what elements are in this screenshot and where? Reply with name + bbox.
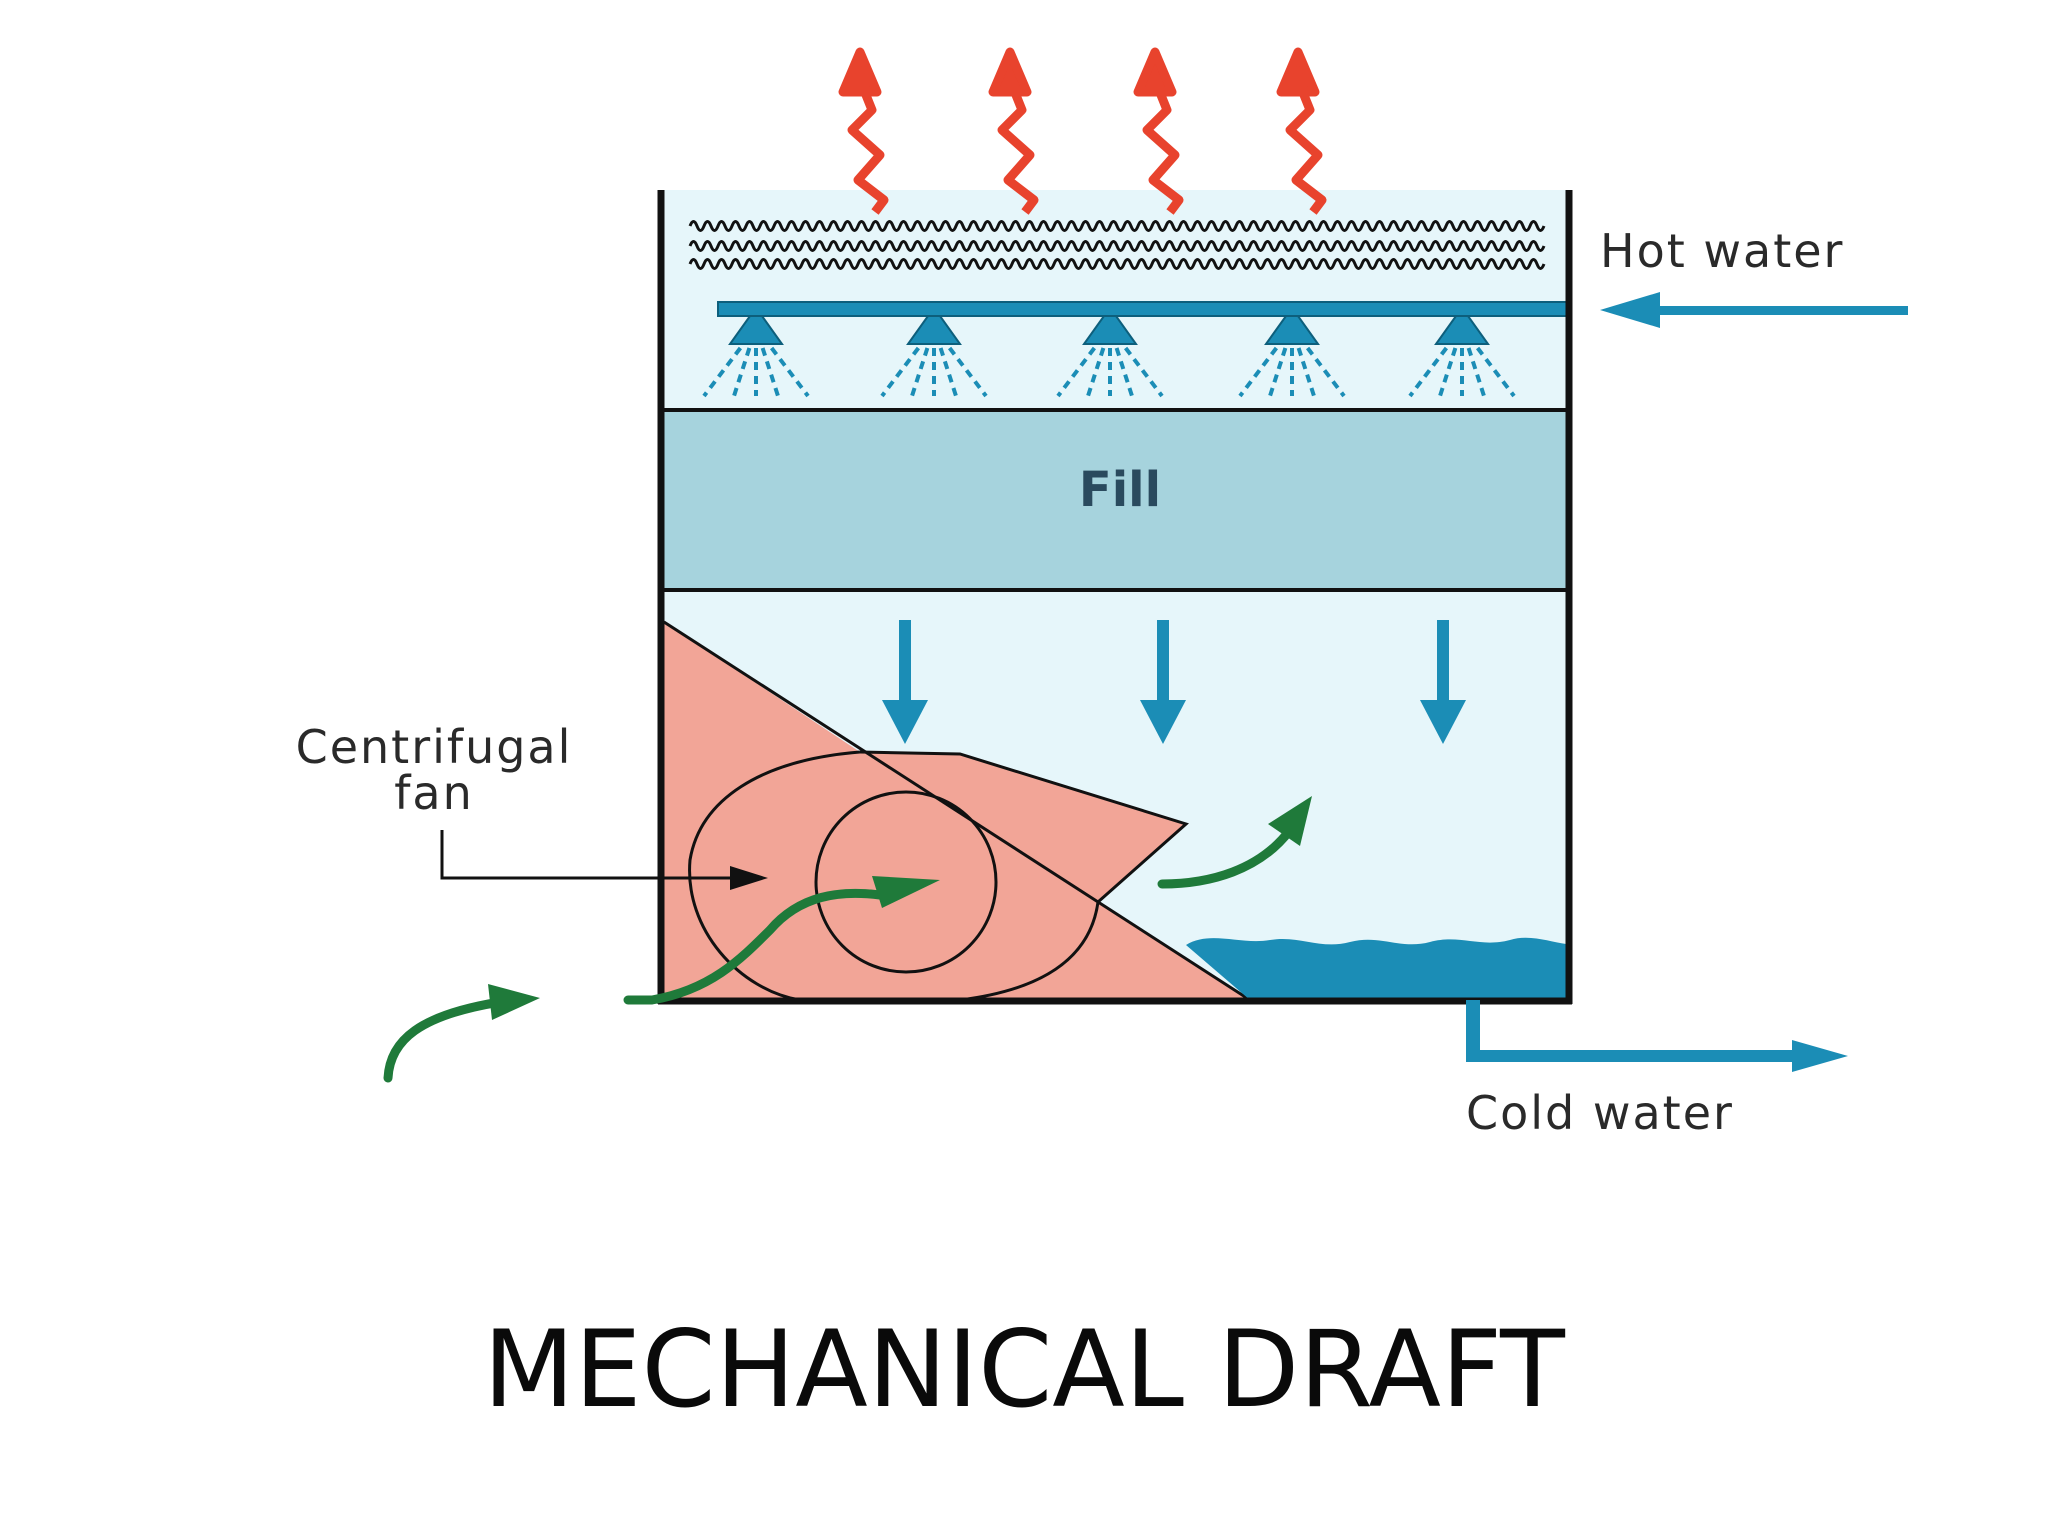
distribution-pipe [717,301,1569,317]
cold-water-label: Cold water [1466,1086,1734,1140]
spray-nozzle-2 [880,315,988,398]
cold-water-basin [1186,937,1566,1000]
spray-nozzle-3 [1056,315,1164,398]
vapor-arrow-4 [1276,47,1327,215]
tower-walls [657,190,1573,1005]
hot-water-label: Hot water [1600,224,1845,278]
airflow-out-arrow [1157,796,1312,889]
vapor-arrows [838,47,1327,215]
water-flow-arrows [882,620,1466,744]
fan-label-line1: Centrifugal [295,720,573,774]
hot-water-inlet-arrow [1600,292,1908,328]
vapor-arrow-2 [988,47,1039,215]
down-arrow-1 [882,620,928,744]
fan-label-line2: fan [394,766,474,820]
fan-scroll [663,620,1251,1002]
down-arrow-3 [1420,620,1466,744]
centrifugal-fan-label: Centrifugal fan [254,724,614,816]
spray-nozzle-4 [1238,315,1346,398]
fill-label: Fill [1078,462,1162,518]
airflow-in-arrow [383,984,540,1083]
airflow-arrows [383,796,1312,1083]
vapor-arrow-1 [838,47,889,215]
airflow-through-fan-arrow [623,876,940,1005]
spray-nozzle-1 [702,315,810,398]
cold-water-outlet-arrow [1466,1000,1848,1072]
fan-pointer [440,830,768,890]
drift-eliminator [688,220,1546,270]
vapor-arrow-3 [1133,47,1184,215]
down-arrow-2 [1140,620,1186,744]
spray-nozzles [702,315,1516,398]
slide-title: MECHANICAL DRAFT [483,1308,1565,1431]
spray-nozzle-5 [1408,315,1516,398]
fill-band [664,410,1566,590]
